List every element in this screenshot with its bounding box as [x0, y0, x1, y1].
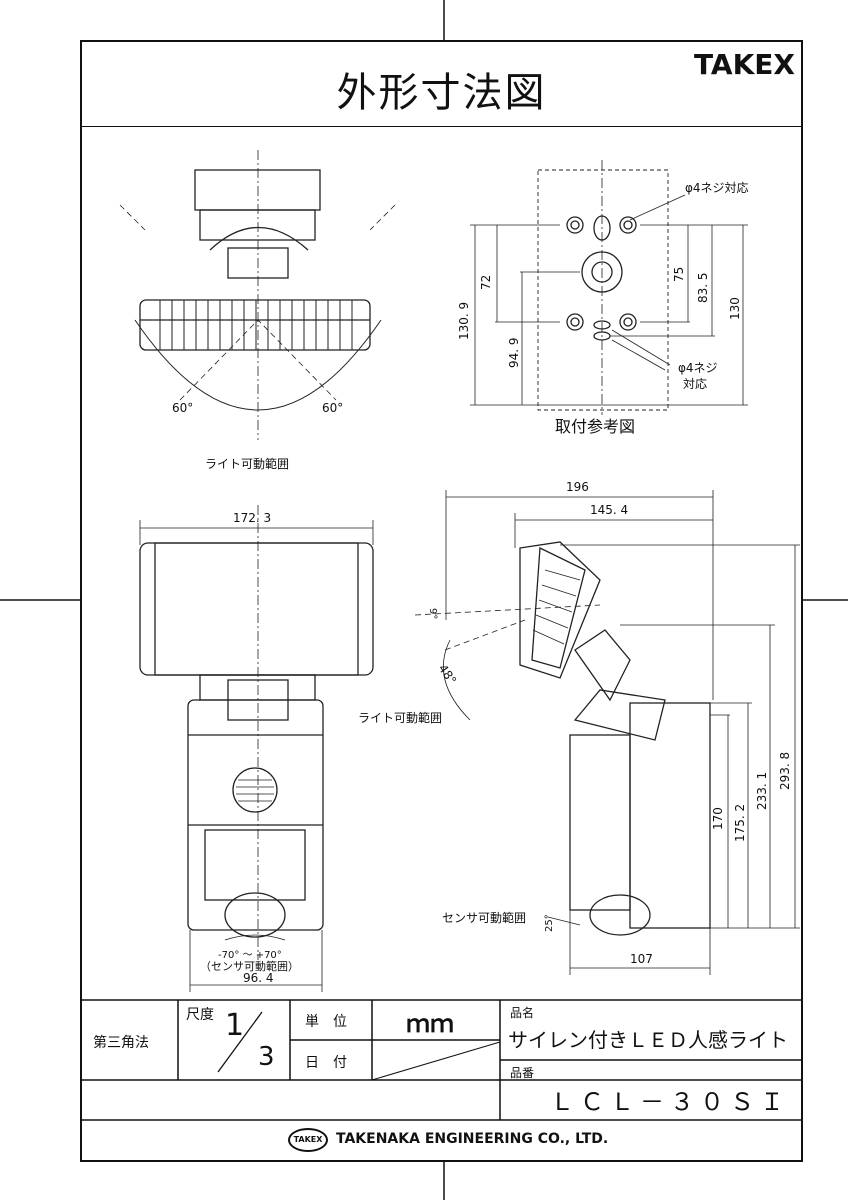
company-logo: TAKEX	[288, 1128, 328, 1152]
screw-note-bottom-2: 対応	[683, 377, 707, 391]
product-name-label: 品名	[510, 1006, 535, 1020]
drawing-area: 60° 60° ライト可動範囲 φ4ネジ対応 φ4ネジ 対応 取付参考図 72 …	[119, 150, 800, 992]
model-number-label: 品番	[510, 1066, 535, 1080]
front-view	[139, 505, 374, 992]
side-dim-170: 170	[711, 807, 725, 830]
angle-25: 25°	[544, 914, 555, 932]
angle-right-label: 60°	[322, 401, 343, 415]
brand-logo: TAKEX	[693, 48, 795, 81]
company-name: TAKENAKA ENGINEERING CO., LTD.	[336, 1131, 609, 1147]
dim-75: 75	[672, 267, 686, 282]
side-dim-175-2: 175. 2	[733, 804, 747, 842]
dim-130: 130	[728, 297, 742, 320]
scale-label: 尺度	[186, 1007, 214, 1023]
side-dim-196: 196	[566, 480, 589, 494]
model-number: ＬＣＬ－３０ＳＩ	[550, 1088, 790, 1116]
side-dim-145-4: 145. 4	[590, 503, 628, 517]
page-title: 外形寸法図	[336, 70, 547, 116]
dim-83-5: 83. 5	[696, 272, 710, 303]
light-range-label: ライト可動範囲	[205, 456, 289, 471]
screw-note-top: φ4ネジ対応	[685, 181, 749, 195]
mounting-caption: 取付参考図	[555, 417, 635, 436]
drawing-frame: 外形寸法図 TAKEX	[80, 40, 803, 1162]
side-dim-107: 107	[630, 952, 653, 966]
unit-label: 単 位	[305, 1014, 347, 1030]
screw-note-bottom-1: φ4ネジ	[678, 361, 718, 375]
mounting-view	[470, 160, 748, 415]
sensor-range-values: -70° ～ +70°	[218, 950, 282, 961]
dim-94-9: 94. 9	[507, 337, 521, 368]
side-dim-233-1: 233. 1	[755, 772, 769, 810]
sensor-range-label: （センサ可動範囲）	[200, 959, 299, 973]
unit-value: ｍｍ	[406, 1010, 454, 1038]
front-width-bottom: 96. 4	[243, 971, 274, 985]
date-label: 日 付	[305, 1055, 347, 1071]
angle-left-label: 60°	[172, 401, 193, 415]
side-view	[414, 490, 800, 975]
product-name: サイレン付きＬＥＤ人感ライト	[508, 1028, 788, 1052]
dim-130-9: 130. 9	[457, 302, 471, 340]
dim-72: 72	[479, 275, 493, 290]
angle-9: 9°	[427, 608, 438, 619]
side-light-range-label: ライト可動範囲	[358, 710, 442, 725]
side-dim-293-8: 293. 8	[778, 752, 792, 790]
projection-method: 第三角法	[93, 1035, 149, 1051]
scale-denominator: 3	[258, 1042, 275, 1072]
front-width-top: 172. 3	[233, 511, 271, 525]
side-sensor-range-label: センサ可動範囲	[442, 910, 526, 925]
header-divider	[82, 126, 801, 127]
front-top-view	[119, 150, 396, 440]
scale-numerator: 1	[225, 1008, 245, 1043]
